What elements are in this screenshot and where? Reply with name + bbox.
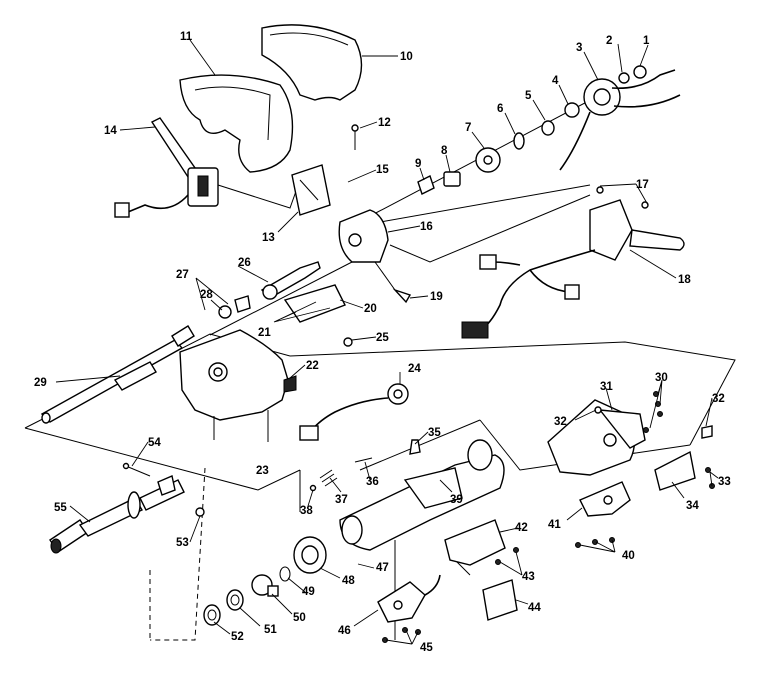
column-lock-housing: [339, 439, 505, 551]
callout-3: 3: [576, 42, 582, 54]
callout-labels: 1 2 3 4 5 6 7 8 9 10 11 12 13 14 15 16 1…: [34, 31, 731, 654]
callout-47: 47: [376, 562, 389, 574]
retainer-50: [251, 574, 279, 597]
lock-actuator-41: [575, 481, 631, 548]
column-housing-22: [179, 329, 297, 442]
callout-8: 8: [441, 145, 448, 157]
callout-21: 21: [258, 327, 271, 339]
callout-11: 11: [180, 31, 193, 43]
callout-32-left: 32: [554, 416, 567, 428]
ring-51: [226, 589, 244, 611]
callout-1: 1: [643, 35, 650, 47]
callout-24: 24: [408, 363, 421, 375]
callout-31: 31: [600, 381, 613, 393]
callout-48: 48: [342, 575, 355, 587]
nut-53: [195, 507, 205, 517]
callout-7: 7: [465, 122, 471, 134]
intermediate-shaft-parts: [218, 261, 353, 347]
callout-14: 14: [104, 125, 117, 137]
callout-32-right: 32: [712, 393, 725, 405]
callout-17: 17: [636, 179, 649, 191]
callout-36: 36: [366, 476, 379, 488]
ignition-switch-housing: [338, 209, 412, 304]
steering-shaft-parts: [371, 65, 681, 216]
callout-46: 46: [338, 625, 351, 637]
callout-25: 25: [376, 332, 389, 344]
callout-6: 6: [497, 103, 503, 115]
callout-28: 28: [200, 289, 213, 301]
callout-33: 33: [718, 476, 731, 488]
callout-51: 51: [264, 624, 277, 636]
callout-2: 2: [606, 35, 612, 47]
callout-13: 13: [262, 232, 275, 244]
callout-4: 4: [552, 75, 559, 87]
callout-37: 37: [335, 494, 348, 506]
callout-50: 50: [293, 612, 306, 624]
actuator-46: [377, 574, 441, 643]
lock-housing-bracket: [291, 164, 331, 216]
callout-5: 5: [525, 90, 532, 102]
callout-leader-lines: [55, 39, 719, 645]
turn-signal-lever: [114, 117, 219, 218]
callout-29: 29: [34, 377, 47, 389]
callout-18: 18: [678, 274, 691, 286]
screws-30: [643, 391, 713, 439]
callout-34: 34: [686, 500, 699, 512]
lower-column-cover: [179, 74, 294, 173]
callout-22: 22: [306, 360, 319, 372]
callout-54: 54: [148, 437, 161, 449]
callout-26: 26: [238, 257, 251, 269]
lower-steering-shaft-55: [49, 475, 185, 554]
callout-42: 42: [515, 522, 528, 534]
callout-53: 53: [176, 537, 189, 549]
callout-40: 40: [622, 550, 635, 562]
callout-49: 49: [302, 586, 315, 598]
callout-35: 35: [428, 427, 441, 439]
callout-39: 39: [450, 494, 463, 506]
callout-30: 30: [655, 372, 668, 384]
springs-36-37: [309, 457, 373, 492]
callout-44: 44: [528, 602, 541, 614]
callout-9: 9: [415, 158, 421, 170]
callout-20: 20: [364, 303, 377, 315]
callout-19: 19: [430, 291, 443, 303]
multifunction-switch: [461, 186, 685, 339]
callout-27: 27: [176, 269, 189, 281]
upper-column-cover: [261, 24, 363, 101]
ring-52: [203, 604, 221, 626]
callout-10: 10: [400, 51, 413, 63]
callout-23: 23: [256, 465, 269, 477]
snap-ring-49: [279, 566, 291, 582]
bearing-48: [293, 536, 327, 574]
callout-12: 12: [378, 117, 391, 129]
bracket-34: [654, 450, 715, 491]
callout-15: 15: [376, 164, 389, 176]
callout-55: 55: [54, 502, 67, 514]
bracket-42: [444, 519, 519, 566]
module-44: [482, 579, 518, 621]
callout-43: 43: [522, 571, 535, 583]
screw-12: [351, 124, 359, 150]
callout-45: 45: [420, 642, 433, 654]
callout-41: 41: [548, 519, 561, 531]
callout-16: 16: [420, 221, 433, 233]
callout-38: 38: [300, 505, 313, 517]
bolt-54: [122, 462, 151, 477]
column-jacket-31: [547, 399, 646, 476]
steering-shaft-29: [40, 325, 195, 424]
key-alarm-switch-24: [299, 383, 409, 441]
callout-52: 52: [231, 631, 244, 643]
